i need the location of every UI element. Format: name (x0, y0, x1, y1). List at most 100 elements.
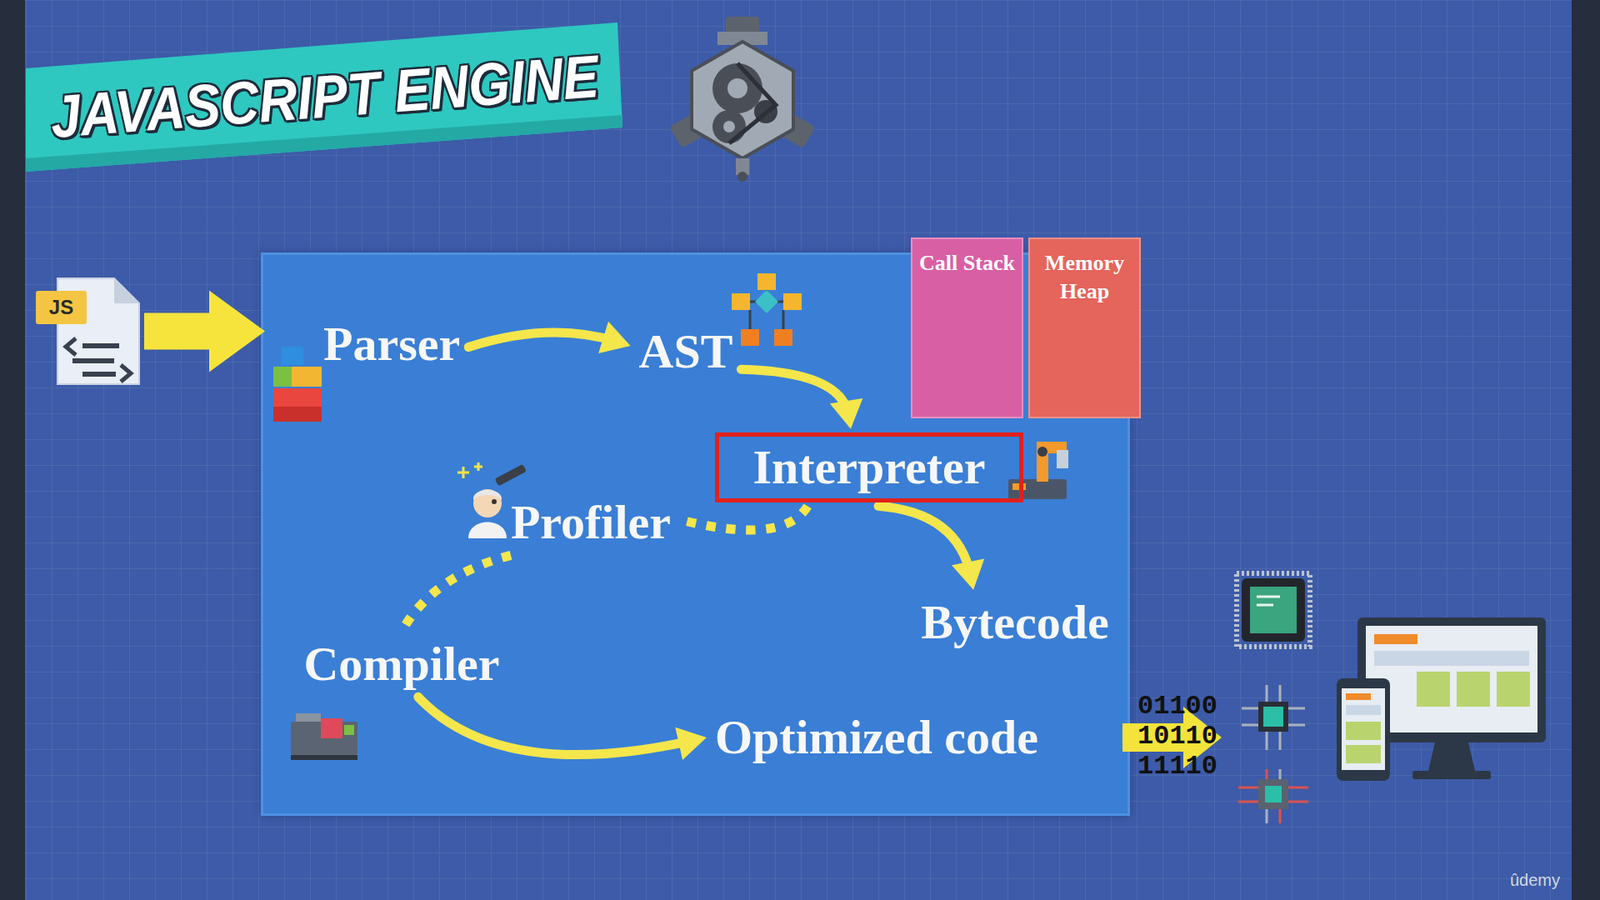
block-arrow (144, 290, 265, 373)
flow-arrow (878, 505, 985, 590)
highlight-box: Interpreter (715, 432, 1023, 504)
chip-icon-part (1236, 573, 1310, 647)
machine-icon-part (320, 718, 343, 739)
stage-label: AST (634, 322, 739, 382)
engine-illustration-part (712, 63, 763, 114)
tree-icon-part (774, 329, 793, 346)
circuit-icon-part (1258, 701, 1289, 732)
monitor-icon-part (1456, 671, 1490, 707)
engine-illustration-part (691, 41, 794, 159)
scientist-icon-part (468, 522, 507, 540)
js-file: JS (54, 275, 143, 388)
node-text: Call Stack (917, 249, 1017, 278)
phone-icon-part (1345, 705, 1381, 715)
phone-icon-part (1345, 745, 1381, 764)
board-icon-part (1238, 769, 1309, 824)
title-banner (25, 22, 623, 172)
arrow-line (468, 332, 618, 348)
phone-icon (1336, 678, 1390, 781)
lego-icon-part (273, 366, 292, 387)
letterbox-strip-part (0, 0, 25, 900)
circuit-icon-part (1241, 685, 1305, 750)
monitor-icon-part (1412, 770, 1491, 780)
stage-label: Parser (268, 315, 465, 375)
file-outline-part (82, 371, 116, 377)
tree-icon-part (731, 293, 750, 310)
node-text: AST (639, 324, 734, 380)
dotted-line (679, 505, 808, 530)
dotted-link (401, 555, 511, 631)
scientist-icon-part (457, 462, 483, 479)
board-icon-part (1265, 785, 1282, 803)
engine-illustration (669, 16, 815, 182)
lego-icon-part (273, 388, 322, 407)
circuit-icon (1241, 685, 1305, 750)
file-outline-part (65, 338, 76, 355)
block-arrow-shape (144, 290, 265, 373)
monitor-icon-part (1496, 671, 1530, 707)
arrow-head (598, 321, 630, 354)
node-text: Parser (323, 316, 460, 373)
file-outline-part (114, 278, 140, 304)
tree-icon-part (740, 329, 760, 346)
tree-icon-part (783, 293, 802, 310)
engine-illustration-part (729, 63, 776, 144)
monitor-icon-part (1365, 625, 1538, 733)
engine-illustration-part (712, 110, 746, 144)
arrow-head (830, 398, 864, 430)
dotted-link (679, 505, 808, 530)
arrow-head (951, 558, 985, 590)
chip-icon-part (1241, 578, 1305, 642)
phone-icon-part (1345, 693, 1371, 700)
scientist-icon-part (473, 489, 502, 518)
binary-code: 01100 10110 11110 (1137, 691, 1234, 782)
node-text: Optimized code (715, 710, 1039, 766)
robot-arm-icon-part (1008, 479, 1067, 500)
arrow-line (740, 369, 849, 416)
file-outline-part (82, 343, 120, 349)
chip-icon (1236, 573, 1310, 647)
monitor-icon-part (1416, 671, 1450, 707)
stage-label: Profiler (505, 493, 676, 553)
arrow-head (675, 727, 707, 760)
arrow-line (418, 696, 695, 755)
engine-illustration-part (727, 78, 748, 99)
node-text: Memory Heap (1035, 249, 1135, 306)
monitor-icon-part (1374, 634, 1418, 645)
chip-icon-part (1256, 596, 1280, 605)
tree-icon-part (755, 290, 779, 314)
board-icon (1238, 769, 1309, 824)
phone-icon-part (1336, 678, 1390, 781)
node-text: Interpreter (752, 440, 985, 496)
memory-box: Call Stack (910, 237, 1024, 419)
lego-icon-part (273, 366, 322, 387)
node-text: Profiler (510, 495, 671, 551)
lego-icon (273, 346, 322, 422)
engine-illustration-part (737, 171, 748, 182)
chip-icon-part (1250, 586, 1297, 634)
letterbox-strip-part (1571, 0, 1600, 900)
phone-icon-part (1341, 688, 1385, 770)
tree-icon (731, 273, 802, 346)
engine-illustration-part (723, 120, 735, 133)
robot-arm-icon-part (1056, 450, 1069, 469)
scientist-icon-part (495, 464, 527, 487)
memory-box: Memory Heap (1028, 237, 1141, 419)
robot-arm-icon (1008, 441, 1069, 500)
tree-icon-part (757, 273, 776, 290)
lego-icon-part (281, 346, 304, 365)
file-outline-part (120, 365, 131, 382)
scientist-icon-part (491, 499, 497, 505)
flow-arrow (418, 696, 707, 760)
watermark: ûdemy (1510, 870, 1560, 890)
phone-icon-part (1345, 721, 1381, 740)
title-banner-part (25, 22, 623, 172)
stage-label: Bytecode (915, 593, 1115, 653)
scientist-icon-part (473, 490, 502, 500)
file-outline-part (72, 358, 115, 364)
node-text: JS (35, 290, 87, 325)
robot-arm-icon-part (1037, 446, 1048, 457)
